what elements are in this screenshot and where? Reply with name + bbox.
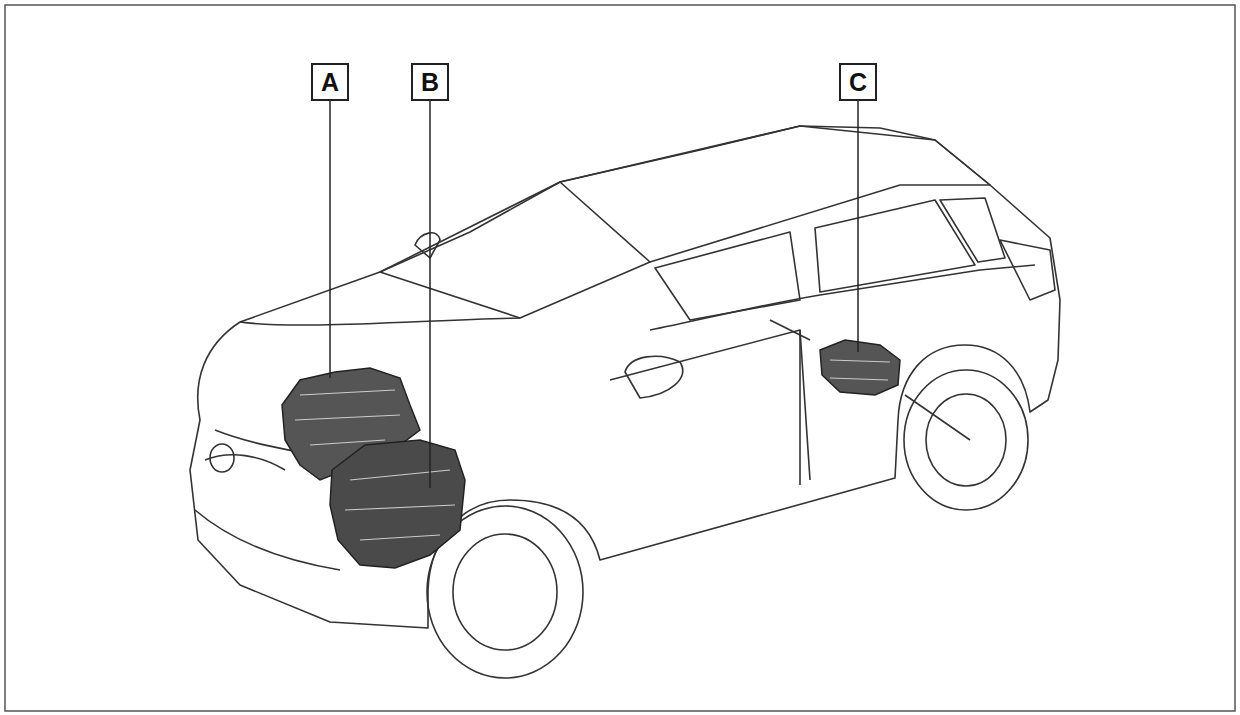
- callout-letter: C: [849, 70, 867, 95]
- frame-border: [5, 5, 1235, 711]
- car-outline: [190, 126, 1060, 678]
- callout-box: A: [311, 63, 349, 101]
- leader-lines: [330, 101, 858, 488]
- callout-box: C: [839, 63, 877, 101]
- rear-motor-unit: [820, 340, 900, 395]
- transaxle-unit: [330, 440, 465, 568]
- callout-box: B: [411, 63, 449, 101]
- callout-letter: A: [321, 70, 339, 95]
- callout-letter: B: [421, 70, 439, 95]
